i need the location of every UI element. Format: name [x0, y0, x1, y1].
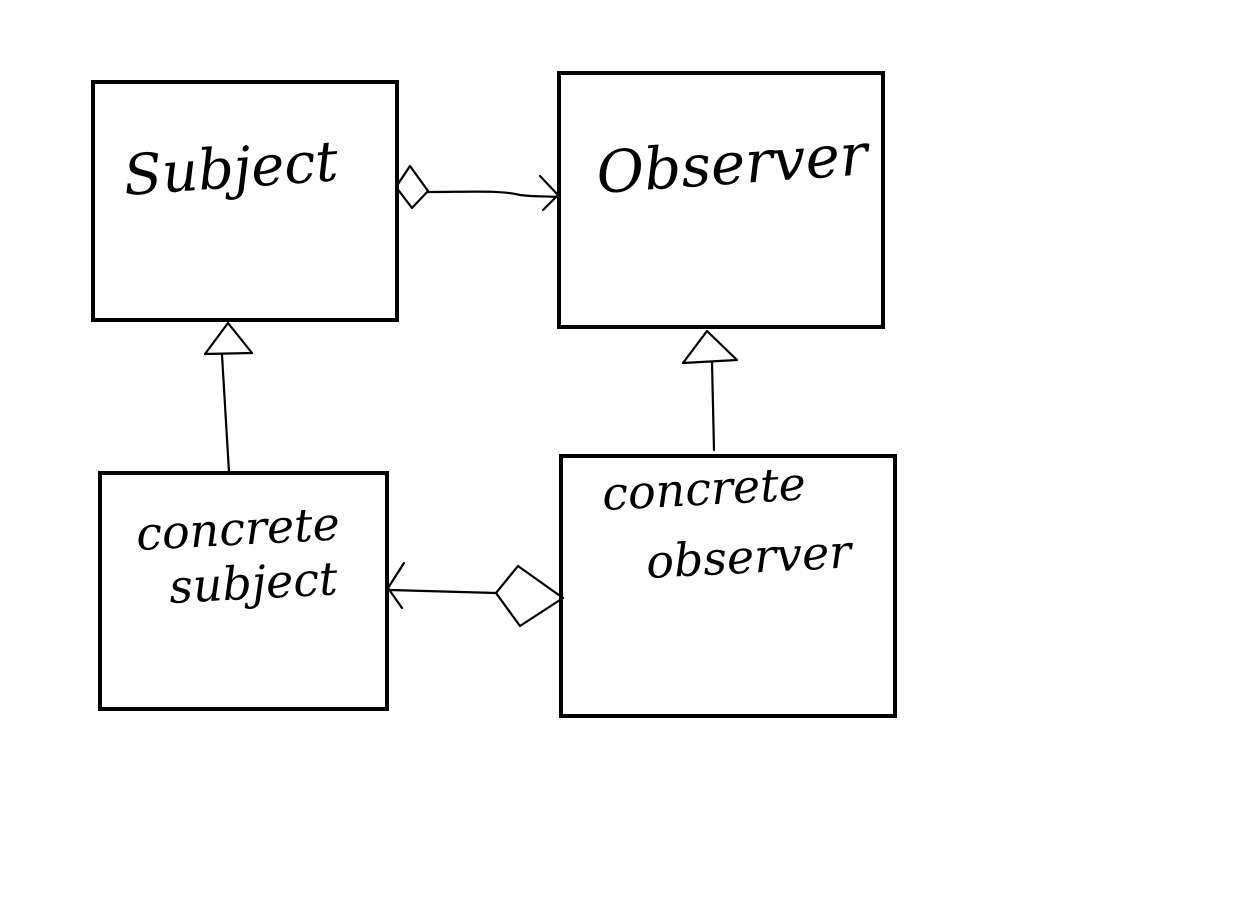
- inheritance-triangle-icon: [203, 321, 254, 356]
- inheritance-line: [710, 360, 716, 452]
- association-line: [388, 588, 498, 595]
- edge-concrete-observer-observer: [681, 329, 739, 452]
- association-line: [426, 190, 560, 199]
- subject-label: Subject: [121, 129, 340, 209]
- edge-concrete-observer-concrete-subject: [386, 561, 565, 628]
- concrete-observer-label-line-2: observer: [645, 524, 856, 589]
- open-arrowhead-icon: [538, 174, 560, 212]
- edge-concrete-subject-subject: [203, 321, 254, 474]
- open-arrowhead-icon: [386, 561, 406, 610]
- inheritance-triangle-icon: [681, 329, 739, 365]
- concrete-subject-label-line-1: concrete: [135, 496, 341, 561]
- subject-box[interactable]: Subject: [91, 80, 399, 322]
- observer-box[interactable]: Observer: [557, 71, 885, 329]
- aggregation-diamond-icon: [494, 564, 565, 628]
- inheritance-line: [220, 353, 231, 474]
- concrete-observer-box[interactable]: concrete observer: [559, 454, 897, 718]
- edge-subject-observer: [394, 164, 560, 212]
- concrete-observer-label-line-1: concrete: [601, 456, 807, 521]
- concrete-subject-label-line-2: subject: [168, 551, 340, 614]
- aggregation-diamond-icon: [394, 164, 430, 210]
- concrete-subject-box[interactable]: concrete subject: [98, 471, 389, 711]
